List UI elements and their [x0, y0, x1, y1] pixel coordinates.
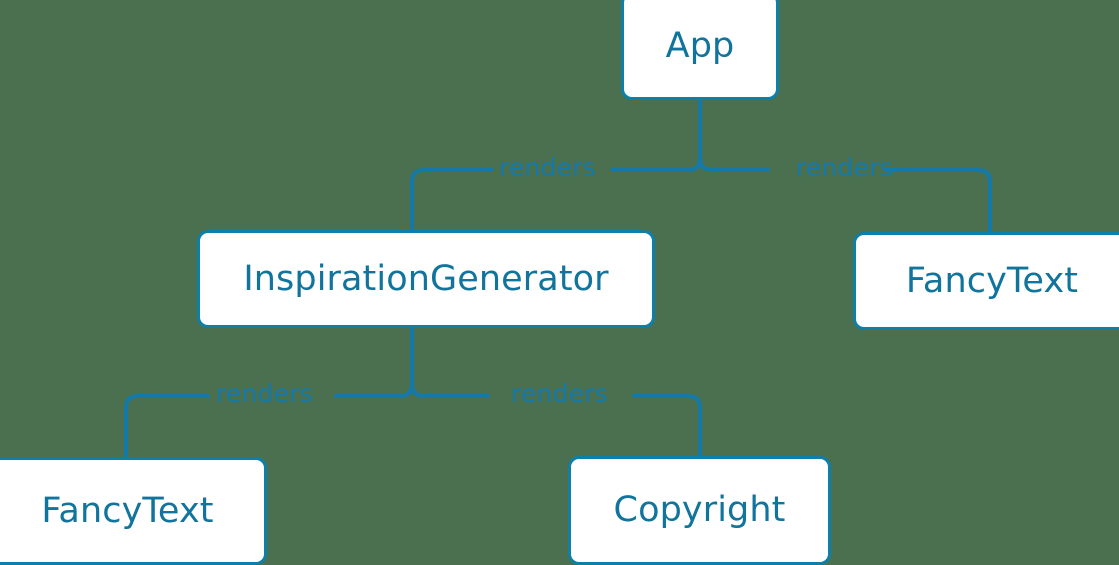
- edge-label-app-to-fancytext: renders: [796, 153, 893, 182]
- edge-inspirationgenerator-to-copyright: [632, 394, 702, 458]
- edge-app-to-fancytext: [884, 168, 992, 234]
- edge-app-stub-right: [698, 156, 770, 172]
- edge-inspirationgenerator-to-fancytext: [124, 394, 210, 459]
- edge-inspirationgenerator-stub-right: [410, 382, 490, 398]
- node-fancytext-right[interactable]: FancyText: [853, 232, 1119, 330]
- node-inspiration-generator[interactable]: InspirationGenerator: [197, 230, 655, 328]
- edge-app-to-inspirationgenerator: [410, 168, 494, 232]
- edge-app-stub: [610, 98, 702, 172]
- node-app[interactable]: App: [621, 0, 779, 100]
- edge-label-app-to-inspirationgenerator: renders: [499, 153, 596, 182]
- node-copyright-label: Copyright: [613, 490, 786, 530]
- edge-label-inspirationgenerator-to-copyright: renders: [511, 379, 608, 408]
- node-fancytext-bottom-label: FancyText: [41, 490, 214, 531]
- node-inspiration-generator-label: InspirationGenerator: [243, 258, 609, 299]
- edge-inspirationgenerator-stub: [334, 326, 414, 398]
- edge-label-inspirationgenerator-to-fancytext: renders: [216, 379, 313, 408]
- node-app-label: App: [665, 25, 735, 66]
- node-copyright[interactable]: Copyright: [568, 456, 831, 565]
- node-fancytext-right-label: FancyText: [905, 260, 1079, 301]
- node-fancytext-bottom[interactable]: FancyText: [0, 457, 267, 565]
